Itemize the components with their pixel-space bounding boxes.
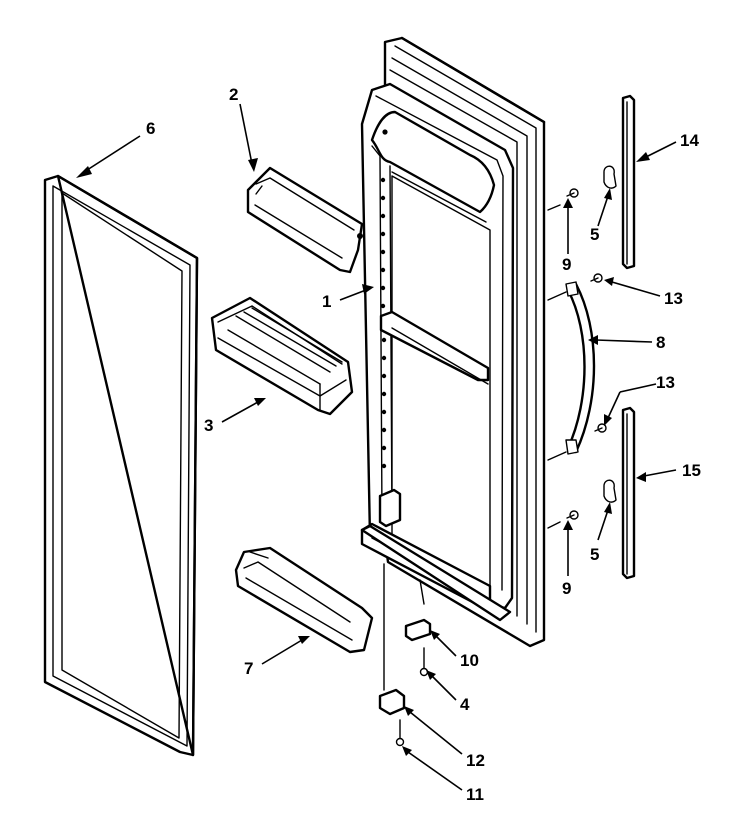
callout-labels: 6 2 1 3 7 14 5 9 13 8 13 15 5 9 10 4 12 … (146, 85, 701, 804)
callout-11: 11 (466, 785, 484, 804)
callout-9-upper: 9 (562, 255, 571, 274)
part-9-screw-upper (566, 188, 579, 198)
callout-12: 12 (466, 751, 485, 770)
callout-3: 3 (204, 416, 213, 435)
part-6-door-gasket (43, 174, 199, 757)
callout-1: 1 (322, 292, 331, 311)
part-5-clip-lower (603, 479, 617, 503)
callout-8: 8 (656, 333, 665, 352)
callout-9-lower: 9 (562, 579, 571, 598)
callout-10: 10 (460, 651, 479, 670)
part-5-clip-upper (603, 165, 617, 189)
assembly-lines (383, 204, 567, 691)
part-15-handle-trim-lower (621, 406, 636, 580)
callout-15: 15 (682, 461, 701, 480)
callout-5-lower: 5 (590, 545, 599, 564)
callout-5-upper: 5 (590, 225, 599, 244)
part-7-bottom-bin (234, 546, 374, 654)
callout-6: 6 (146, 119, 155, 138)
part-9-screw-lower (566, 510, 579, 520)
part-13-screw-upper (590, 273, 603, 283)
callout-2: 2 (229, 85, 238, 104)
liner-holes (380, 129, 388, 469)
part-14-handle-trim-upper (621, 94, 636, 270)
part-11-hinge-screw (395, 719, 405, 747)
part-3-door-bin (210, 296, 354, 416)
part-1-door (360, 36, 546, 648)
leader-lines (76, 103, 677, 791)
callout-13-lower: 13 (656, 373, 675, 392)
part-10-hinge-upper (404, 618, 432, 642)
callout-7: 7 (244, 659, 253, 678)
part-2-dairy-cover (246, 166, 364, 274)
callout-13-upper: 13 (664, 289, 683, 308)
callout-14: 14 (680, 131, 699, 150)
callout-4: 4 (460, 695, 470, 714)
part-12-hinge-lower (378, 688, 406, 716)
part-8-door-handle (565, 281, 596, 455)
part-4-hinge-screw (419, 647, 429, 677)
